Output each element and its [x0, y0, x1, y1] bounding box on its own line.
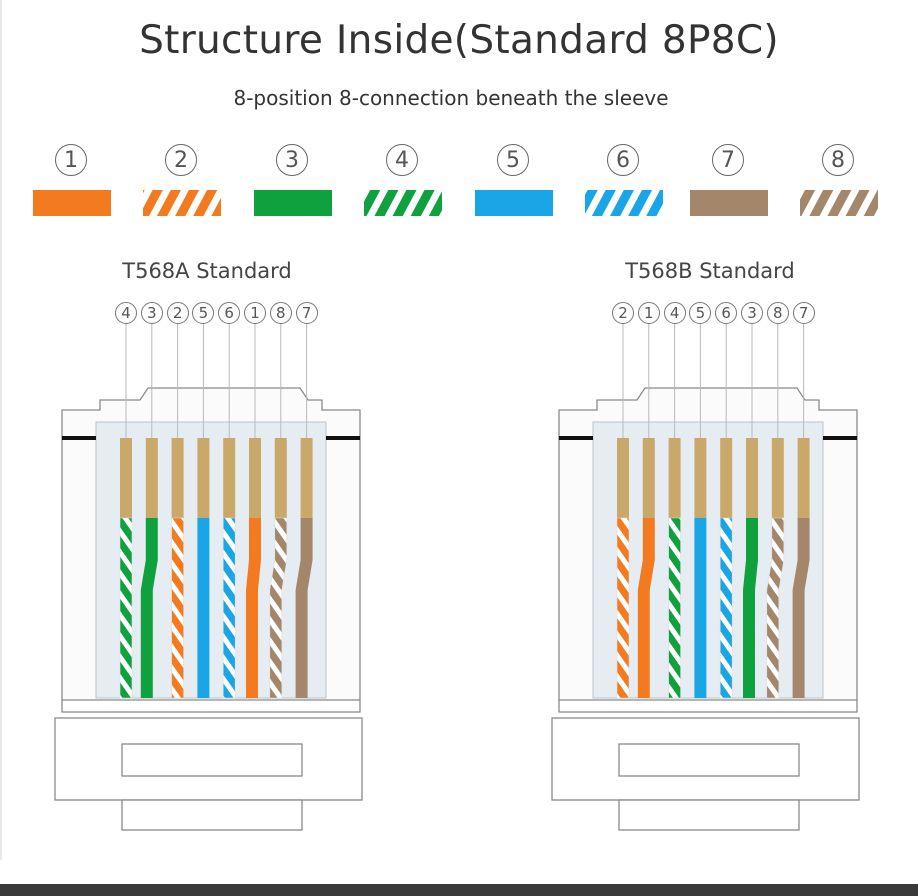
boot-window: [618, 743, 800, 777]
key-number-6: 6: [607, 144, 639, 176]
wire-6: [743, 518, 758, 698]
gold-contact-8: [797, 438, 810, 518]
wire-1: [616, 517, 630, 699]
plug-inner-panel: [592, 421, 824, 699]
wire-8: [295, 518, 313, 698]
key-swatch-6: [585, 190, 663, 216]
key-number-8: 8: [822, 144, 854, 176]
gold-contact-3: [668, 438, 681, 518]
key-swatch-3: [254, 190, 332, 216]
gold-contact-4: [197, 438, 210, 518]
key-swatch-2: [143, 190, 221, 216]
plug-inner-panel: [95, 421, 327, 699]
left-edge-rule: [0, 0, 2, 860]
t568a-label: T568A Standard: [122, 259, 292, 283]
gold-contact-6: [249, 438, 261, 518]
t568b-pin-label-7: 8: [766, 302, 789, 324]
plug-lower-lip: [558, 700, 858, 713]
gold-contact-6: [746, 438, 758, 518]
wire-7: [766, 517, 785, 699]
wire-6: [246, 518, 261, 698]
gold-contact-4: [694, 438, 707, 518]
t568a-pin-label-4: 5: [192, 302, 215, 324]
key-number-1: 1: [55, 144, 87, 176]
gold-contact-1: [617, 438, 629, 518]
cable-stub: [121, 799, 303, 831]
t568a-pin-label-8: 7: [295, 302, 318, 324]
wire-1: [119, 517, 133, 699]
t568a-pin-label-6: 1: [244, 302, 266, 324]
bottom-bar: [0, 884, 918, 896]
wire-5: [222, 517, 236, 699]
key-swatch-7: [690, 190, 768, 216]
wire-7: [269, 517, 288, 699]
t568b-pin-label-5: 6: [715, 302, 738, 324]
plug-lower-lip: [61, 700, 361, 713]
gold-contact-2: [145, 438, 158, 518]
wire-2: [140, 518, 158, 698]
gold-contact-5: [720, 438, 733, 518]
key-swatch-1: [33, 190, 111, 216]
wire-3: [171, 517, 184, 699]
t568b-pin-label-3: 4: [663, 302, 686, 324]
key-swatch-8: [800, 190, 878, 216]
gold-contact-2: [642, 438, 655, 518]
wire-3: [668, 517, 681, 699]
key-number-7: 7: [712, 144, 744, 176]
key-number-4: 4: [386, 144, 418, 176]
gold-contact-1: [120, 438, 132, 518]
connector-t568b: [551, 324, 860, 831]
key-number-2: 2: [165, 144, 197, 176]
wire-4: [197, 518, 210, 698]
contact-bar-left: [559, 436, 593, 440]
cable-stub: [618, 799, 800, 831]
t568b-label: T568B Standard: [625, 259, 795, 283]
connector-t568a: [54, 324, 363, 831]
t568a-pin-label-3: 2: [166, 302, 189, 324]
gold-contact-3: [171, 438, 184, 518]
gold-contact-7: [771, 438, 784, 518]
t568a-pin-label-2: 3: [140, 302, 163, 324]
gold-contact-8: [300, 438, 313, 518]
key-swatch-4: [364, 190, 442, 216]
gold-contact-5: [223, 438, 236, 518]
t568b-pin-label-8: 7: [792, 302, 815, 324]
page-subtitle: 8-position 8-connection beneath the slee…: [233, 86, 669, 110]
t568a-pin-label-7: 8: [269, 302, 292, 324]
key-number-3: 3: [276, 144, 308, 176]
contact-bar-right: [326, 436, 360, 440]
wire-5: [719, 517, 733, 699]
contact-bar-right: [823, 436, 857, 440]
t568a-pin-label-5: 6: [218, 302, 241, 324]
t568b-pin-label-2: 1: [637, 302, 660, 324]
wire-4: [694, 518, 707, 698]
page-title: Structure Inside(Standard 8P8C): [139, 18, 779, 63]
t568b-pin-label-1: 2: [612, 302, 634, 324]
t568a-pin-label-1: 4: [115, 302, 137, 324]
wire-2: [637, 518, 655, 698]
t568b-pin-label-4: 5: [689, 302, 712, 324]
t568b-pin-label-6: 3: [741, 302, 763, 324]
contact-bar-left: [62, 436, 96, 440]
wire-8: [792, 518, 810, 698]
key-number-5: 5: [497, 144, 529, 176]
key-swatch-5: [475, 190, 553, 216]
gold-contact-7: [274, 438, 287, 518]
boot-window: [121, 743, 303, 777]
